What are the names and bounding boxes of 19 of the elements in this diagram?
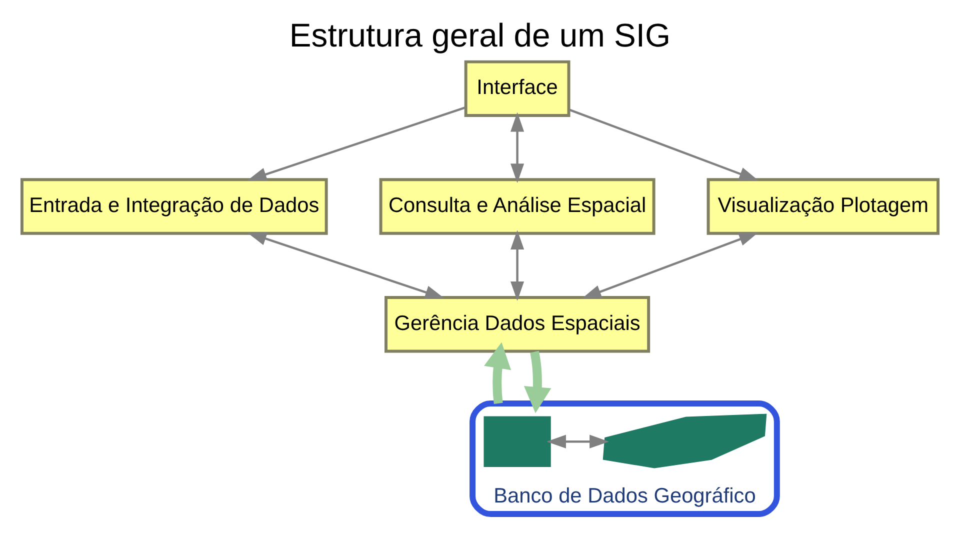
node-box: Consulta e Análise Espacial [379, 178, 656, 235]
cluster [470, 400, 780, 517]
arrow [568, 108, 759, 181]
node-box: Gerência Dados Espaciais [384, 296, 650, 353]
arrow [247, 106, 466, 181]
node-box: Entrada e Integração de Dados [20, 178, 328, 235]
arrow [247, 232, 445, 299]
node-box [484, 416, 551, 467]
diagram-title: Estrutura geral de um SIG [289, 16, 671, 54]
arrow [524, 350, 552, 414]
arrow [510, 112, 524, 183]
node-box: Visualização Plotagem [706, 178, 940, 235]
arrow [582, 232, 758, 299]
arrow [484, 342, 512, 404]
node-label: Banco de Dados Geográfico [494, 484, 756, 508]
arrow [510, 230, 524, 301]
picture [602, 414, 767, 468]
arrow [546, 434, 609, 448]
node-box: Interface [464, 60, 570, 118]
